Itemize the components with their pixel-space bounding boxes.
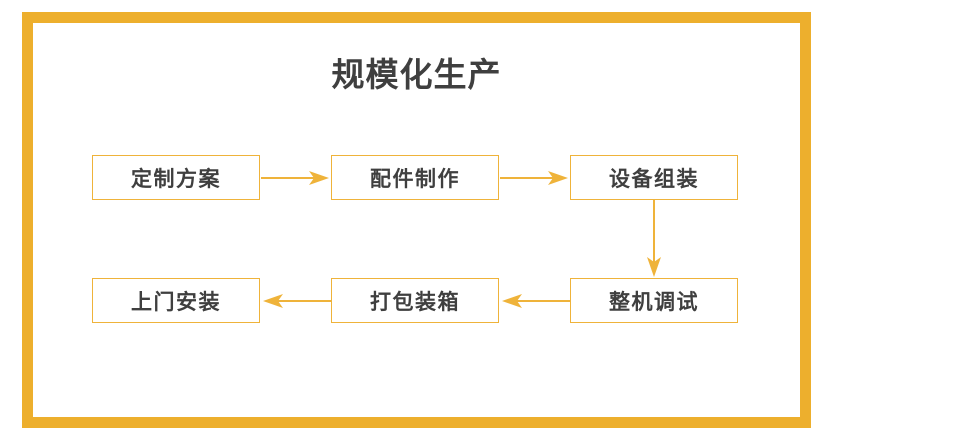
process-box-label: 打包装箱: [370, 289, 460, 314]
arrow-right-icon: [261, 168, 331, 188]
process-box-label: 上门安装: [131, 289, 221, 314]
process-box-step-6[interactable]: 上门安装: [92, 278, 260, 323]
process-box-step-5[interactable]: 打包装箱: [331, 278, 499, 323]
process-box-label: 定制方案: [131, 166, 221, 191]
process-box-label: 配件制作: [370, 166, 460, 191]
process-box-step-4[interactable]: 整机调试: [570, 278, 738, 323]
arrow-right-icon: [500, 168, 570, 188]
process-box-step-2[interactable]: 配件制作: [331, 155, 499, 200]
process-box-label: 设备组装: [609, 166, 699, 191]
arrow-left-icon: [261, 291, 331, 311]
outer-frame-border: [22, 12, 811, 428]
process-box-step-1[interactable]: 定制方案: [92, 155, 260, 200]
arrow-down-icon: [634, 199, 674, 279]
process-box-label: 整机调试: [609, 289, 699, 314]
arrow-left-icon: [500, 291, 570, 311]
process-box-step-3[interactable]: 设备组装: [570, 155, 738, 200]
page-title: 规模化生产: [331, 55, 502, 94]
